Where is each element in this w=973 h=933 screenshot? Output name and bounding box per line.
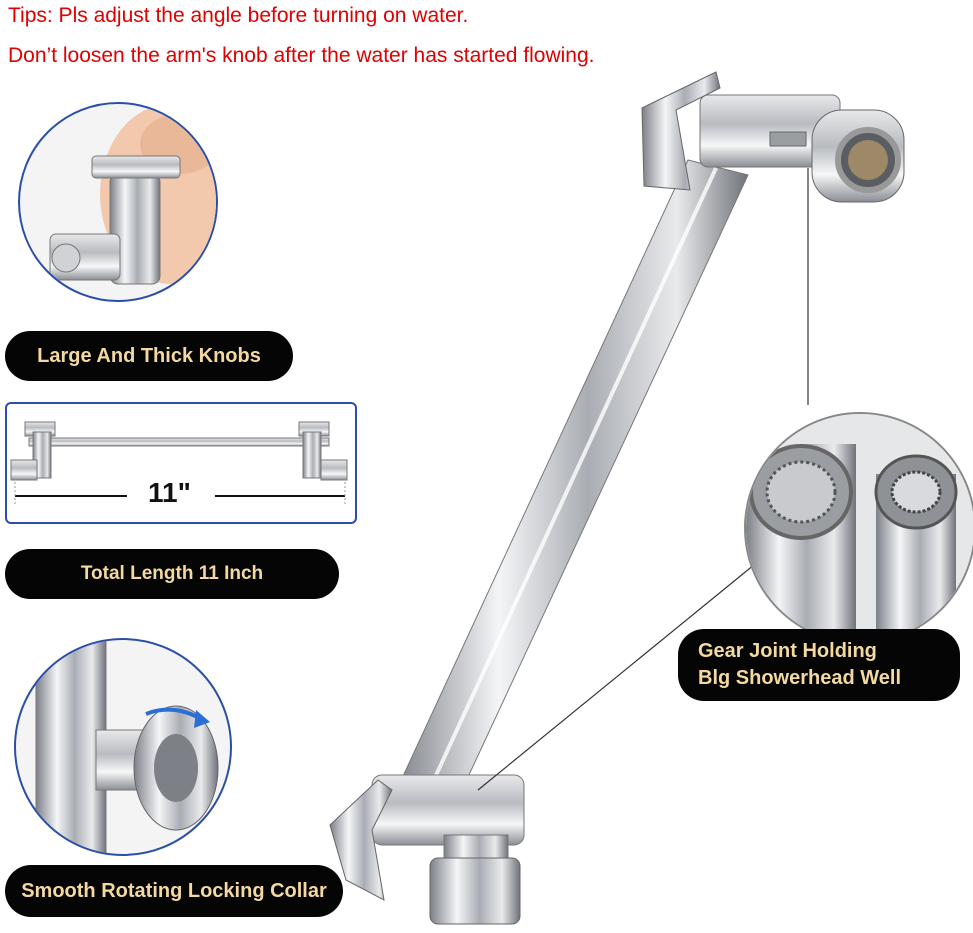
gear-feature-line-1: Gear Joint Holding [698, 640, 877, 662]
knob-detail-image [18, 102, 218, 302]
tip-line-2: Don’t loosen the arm's knob after the wa… [8, 44, 595, 67]
length-feature-label: Total Length 11 Inch [5, 549, 339, 599]
callout-line-bottom [477, 559, 761, 791]
gear-joint-detail-image [744, 412, 973, 644]
arm-tube [391, 159, 749, 821]
tip-line-1: Tips: Pls adjust the angle before turnin… [8, 4, 469, 27]
knobs-feature-label: Large And Thick Knobs [5, 331, 293, 381]
gear-feature-label: Gear Joint Holding Blg Showerhead Well [678, 629, 960, 701]
bottom-joint [329, 774, 525, 925]
collar-feature-label: Smooth Rotating Locking Collar [5, 865, 343, 917]
length-illustration [10, 421, 348, 504]
top-joint [641, 71, 905, 203]
gear-feature-line-2: Blg Showerhead Well [698, 667, 901, 689]
knob-illustration [49, 104, 216, 285]
gear-illustration [746, 414, 973, 642]
collar-illustration [35, 640, 219, 854]
length-dimension-label: 11" [140, 477, 199, 509]
collar-detail-image [14, 638, 232, 856]
